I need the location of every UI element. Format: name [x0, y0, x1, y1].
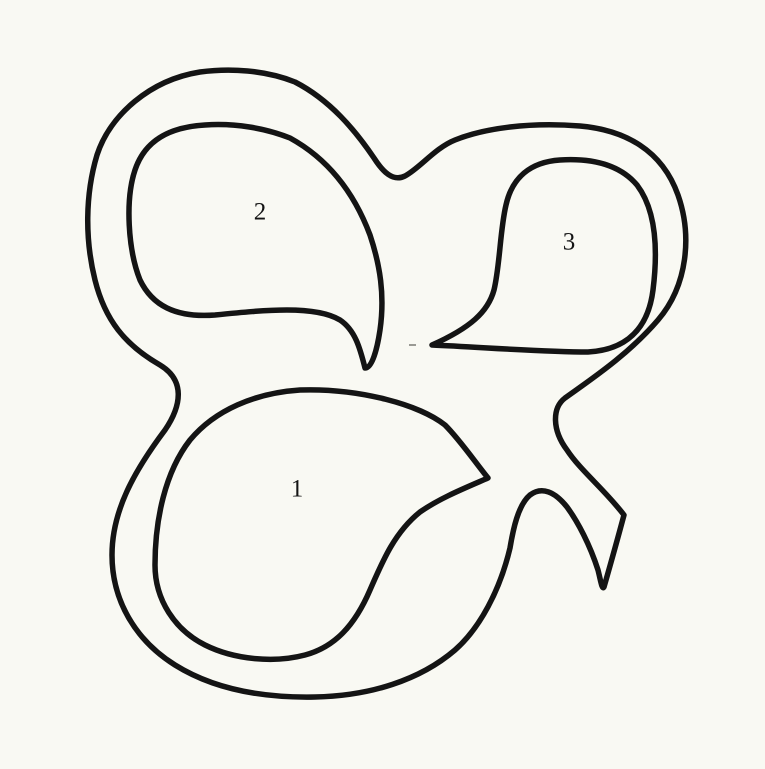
region-1-label: 1: [291, 476, 304, 503]
region-3-curve: [432, 160, 655, 352]
region-2-curve: [129, 125, 382, 368]
region-2-label: 2: [254, 199, 267, 226]
region-3-label: 3: [563, 229, 576, 256]
region-1-curve: [155, 390, 488, 659]
